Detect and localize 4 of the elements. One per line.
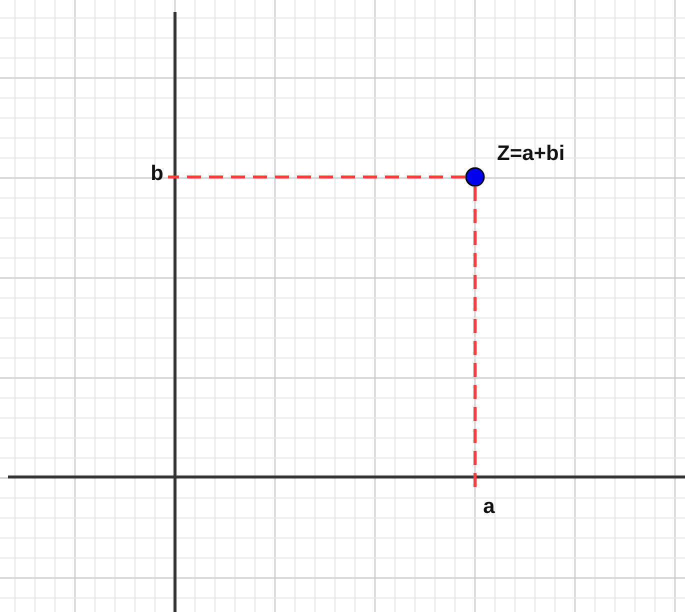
point-label: Z=a+bi xyxy=(497,143,565,164)
axis-value-label: a xyxy=(479,495,499,519)
projection-line xyxy=(168,176,465,178)
axis-value-label: b xyxy=(146,162,168,186)
